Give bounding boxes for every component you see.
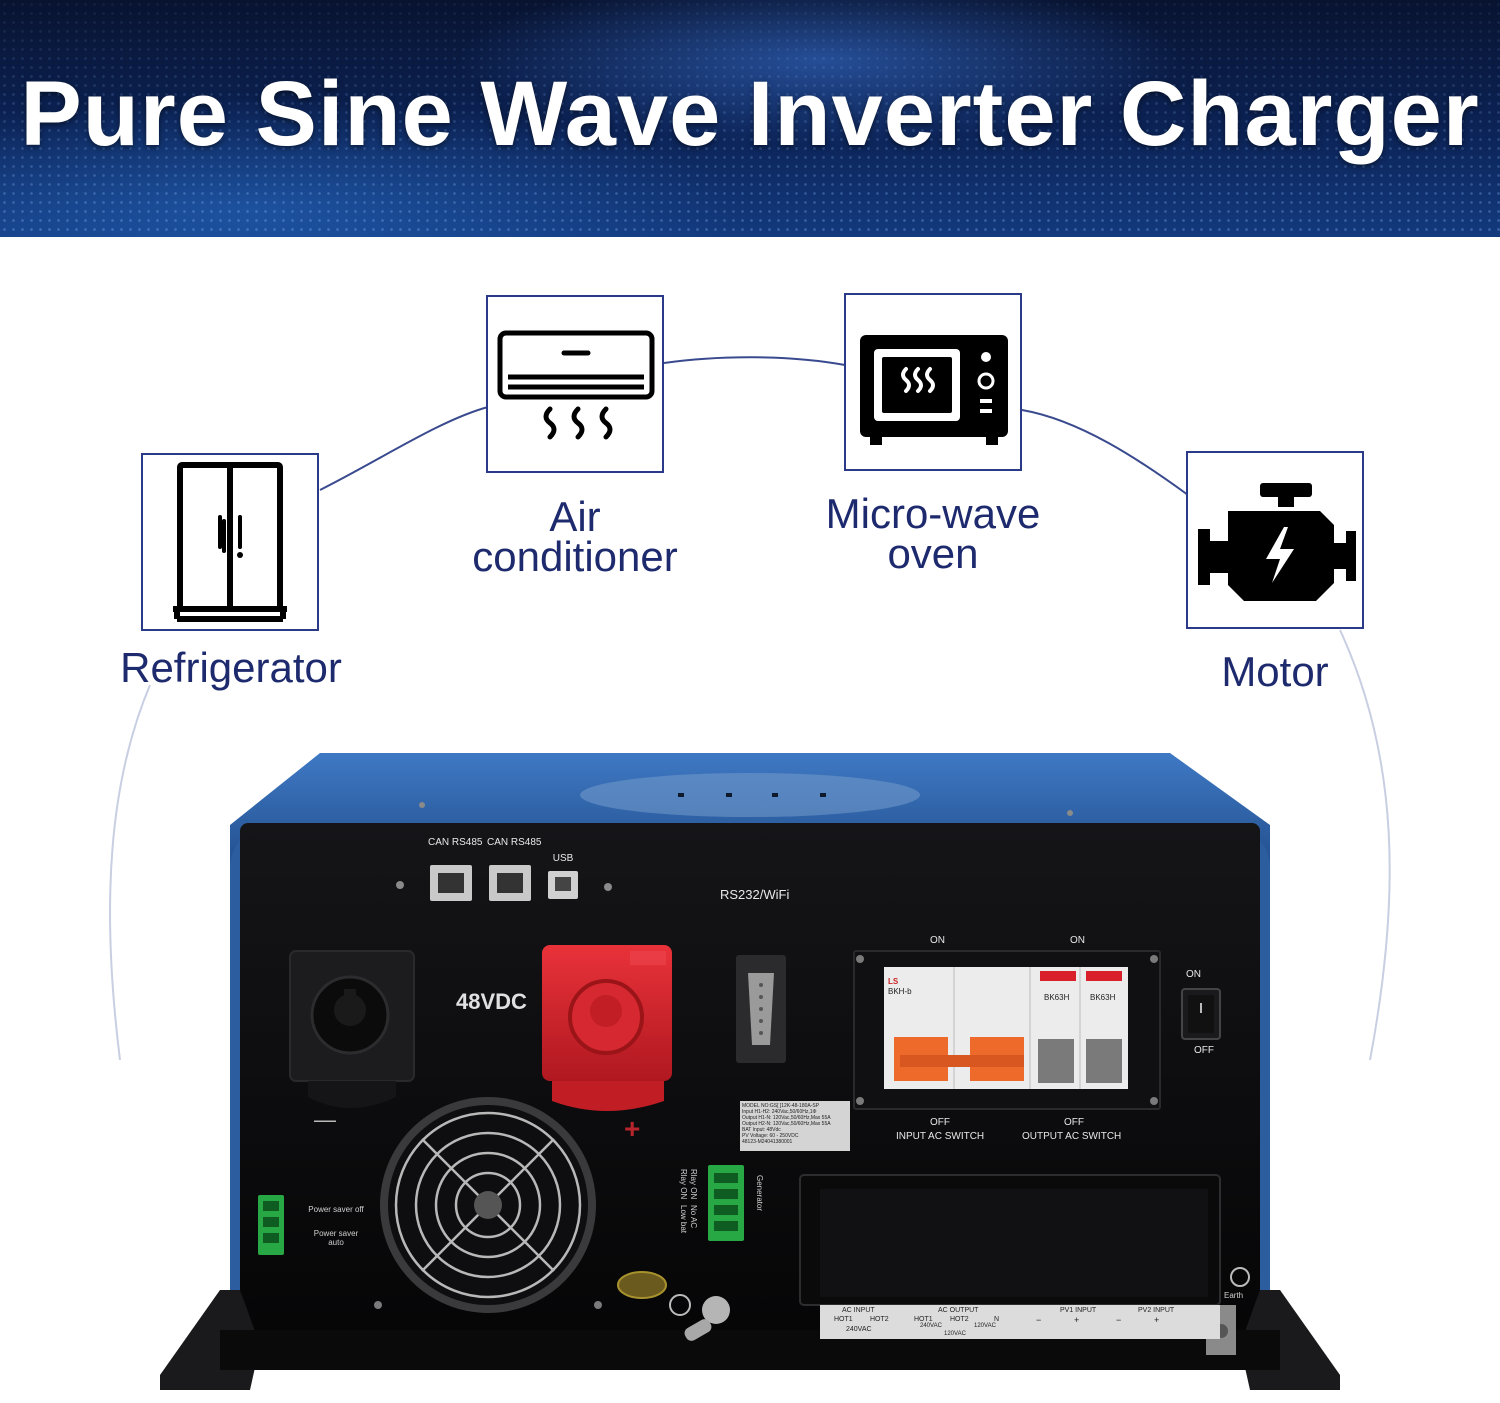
positive-sign: +: [624, 1113, 641, 1144]
negative-sign: —: [314, 1107, 336, 1132]
microwave-card: [844, 293, 1022, 471]
ac-in-hot1-label: HOT1: [834, 1316, 853, 1323]
power-saver-off-label: Power saver off: [308, 1205, 364, 1214]
can-rs485-port-1-label: CAN RS485: [428, 837, 483, 848]
motor-card: [1186, 451, 1364, 629]
relay-label-4: No AC: [689, 1205, 698, 1229]
earth-label: Earth: [1224, 1291, 1244, 1300]
input-breaker-on-label: ON: [930, 935, 945, 946]
relay-label-2: Rlay ON: [689, 1169, 698, 1200]
terminal-strip: AC INPUT AC OUTPUT PV1 INPUT PV2 INPUT H…: [824, 1307, 1220, 1339]
pv1-input-label: PV1 INPUT: [1060, 1307, 1097, 1314]
pv2-minus-label: −: [1116, 1315, 1122, 1325]
ac-out-hot1-label: HOT1: [914, 1316, 933, 1323]
refrigerator-card: [141, 453, 319, 631]
nameplate-line-1: MODEL NO:GS[ ]12K-48-180A-SP: [742, 1103, 820, 1109]
usb-port-label: USB: [552, 853, 574, 864]
air-conditioner-label: Air conditioner: [448, 493, 702, 580]
air-conditioner-label-line2: conditioner: [472, 533, 678, 580]
microwave-label: Micro-wave oven: [806, 490, 1060, 577]
output-breaker-on-label: ON: [1070, 935, 1085, 946]
can-rs485-port-2-label: CAN RS485: [487, 837, 542, 848]
breaker-brand-label: LS: [888, 977, 899, 986]
inverter-body: [160, 753, 1340, 1390]
nameplate-line-2: Input H1-H2: 240Vac,50/60Hz,1Φ: [742, 1109, 817, 1115]
microwave-icon: [860, 335, 1008, 445]
generator-label: Generator: [755, 1175, 764, 1212]
power-switch-on-label: ON: [1186, 969, 1201, 980]
refrigerator-label: Refrigerator: [120, 644, 342, 691]
nameplate-line-7: 48123-M24041380001: [742, 1139, 793, 1145]
nameplate: MODEL NO:GS[ ]12K-48-180A-SP Input H1-H2…: [742, 1103, 850, 1151]
pv1-plus-label: +: [1074, 1315, 1080, 1325]
pv2-input-label: PV2 INPUT: [1138, 1307, 1175, 1314]
ac-input-label: AC INPUT: [842, 1307, 875, 1314]
ac-in-240vac-label: 240VAC: [846, 1326, 872, 1333]
microwave-label-line2: oven: [887, 530, 979, 577]
motor-icon: [1198, 483, 1356, 601]
ac-out-n-label: N: [994, 1316, 1000, 1323]
air-conditioner-card: [486, 295, 664, 473]
microwave-label-line1: Micro-wave: [825, 490, 1041, 537]
nameplate-line-3: Output H1-N: 120Vac,50/60Hz,Max 55A: [742, 1115, 831, 1121]
relay-label-3: Low bat: [679, 1205, 688, 1234]
breaker-model-right-b: BK63H: [1090, 993, 1116, 1002]
nameplate-line-6: PV Voltage: 60 - 250VDC: [742, 1133, 799, 1139]
rs232-wifi-label: RS232/WiFi: [720, 887, 790, 902]
header-banner: Pure Sine Wave Inverter Charger: [0, 0, 1500, 237]
ac-out-120vac-b-label: 120VAC: [974, 1323, 996, 1329]
breaker-model-right-a: BK63H: [1044, 993, 1070, 1002]
motor-label: Motor: [1221, 648, 1329, 695]
pv1-minus-label: −: [1036, 1315, 1042, 1325]
ac-output-label: AC OUTPUT: [938, 1307, 979, 1314]
refrigerator-icon: [173, 462, 287, 622]
pv2-plus-label: +: [1154, 1315, 1160, 1325]
connector-arcs: [109, 356, 1391, 1061]
output-ac-switch-label: OUTPUT AC SWITCH: [1022, 1131, 1122, 1142]
air-conditioner-icon: [497, 330, 655, 440]
air-conditioner-label-line1: Air: [549, 493, 601, 540]
nameplate-line-5: BAT Input: 48Vdc: [742, 1127, 781, 1133]
relay-labels: Rlay ON Rlay ON Low bat No AC: [674, 1169, 706, 1241]
input-ac-switch-label: INPUT AC SWITCH: [896, 1131, 985, 1142]
relay-label-1: Rlay ON: [679, 1169, 688, 1200]
ac-out-120vac-a-label: 120VAC: [944, 1331, 966, 1337]
ac-out-hot2-label: HOT2: [950, 1316, 969, 1323]
nameplate-line-4: Output H2-N: 120Vac,50/60Hz,Max 55A: [742, 1121, 831, 1127]
power-switch[interactable]: [1182, 989, 1220, 1039]
breaker-model-left: BKH-b: [888, 987, 912, 996]
power-saver-auto-label: Power saver auto: [313, 1229, 359, 1247]
ac-in-hot2-label: HOT2: [870, 1316, 889, 1323]
ac-out-240vac-label: 240VAC: [920, 1323, 942, 1329]
page-title: Pure Sine Wave Inverter Charger: [20, 63, 1480, 165]
output-breaker-off-label: OFF: [1064, 1117, 1084, 1128]
input-breaker-off-label: OFF: [930, 1117, 950, 1128]
power-switch-off-label: OFF: [1194, 1045, 1214, 1056]
inverter-unit: CAN RS485 CAN RS485 USB RS232/WiFi 48VDC…: [160, 745, 1340, 1403]
battery-voltage-label: 48VDC: [456, 989, 527, 1014]
